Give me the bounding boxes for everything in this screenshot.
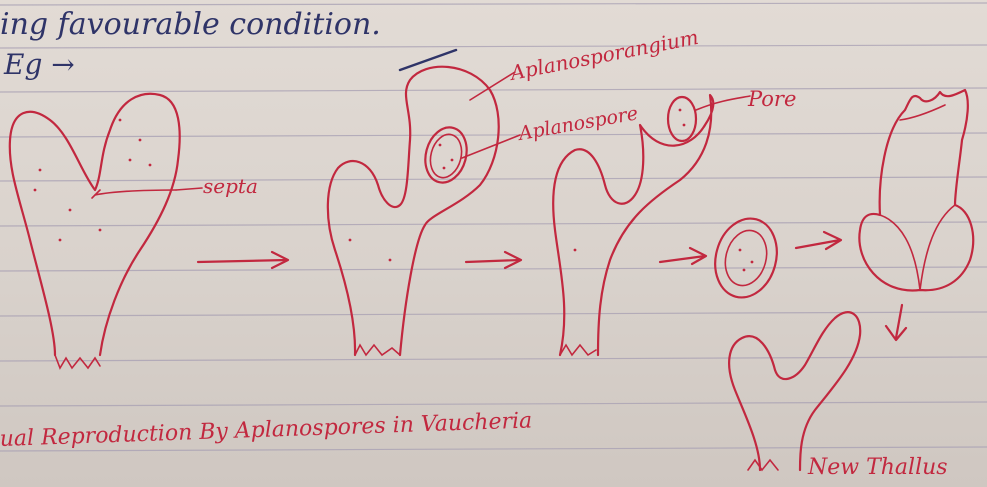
septa-pointer [176, 188, 202, 190]
released-aplanospore [707, 212, 786, 305]
label-pore: Pore [747, 87, 796, 111]
arrow-5 [886, 305, 906, 340]
label-aplanosporangium: Aplanosporangium [506, 25, 700, 85]
label-new-thallus: New Thallus [807, 455, 948, 480]
arrow-2 [466, 252, 521, 268]
label-septa: septa [203, 174, 258, 198]
arrow-4 [796, 232, 841, 249]
arrow-1 [198, 252, 288, 268]
header-line: ing favourable condition. [0, 7, 381, 42]
pore-pointer [696, 96, 750, 110]
stage-2-thallus [328, 67, 499, 355]
diagram-caption: ual Reproduction By Aplanospores in Vauc… [0, 408, 533, 452]
arrow-3 [660, 248, 706, 264]
ruled-lines [0, 3, 987, 451]
eg-label: Eg → [3, 48, 75, 81]
new-thallus [729, 312, 860, 470]
stage-1-thallus [10, 94, 180, 368]
aplanospore-pointer [462, 135, 520, 158]
germinating-aplanospore [859, 90, 973, 290]
label-aplanospore: Aplanospore [515, 102, 640, 145]
